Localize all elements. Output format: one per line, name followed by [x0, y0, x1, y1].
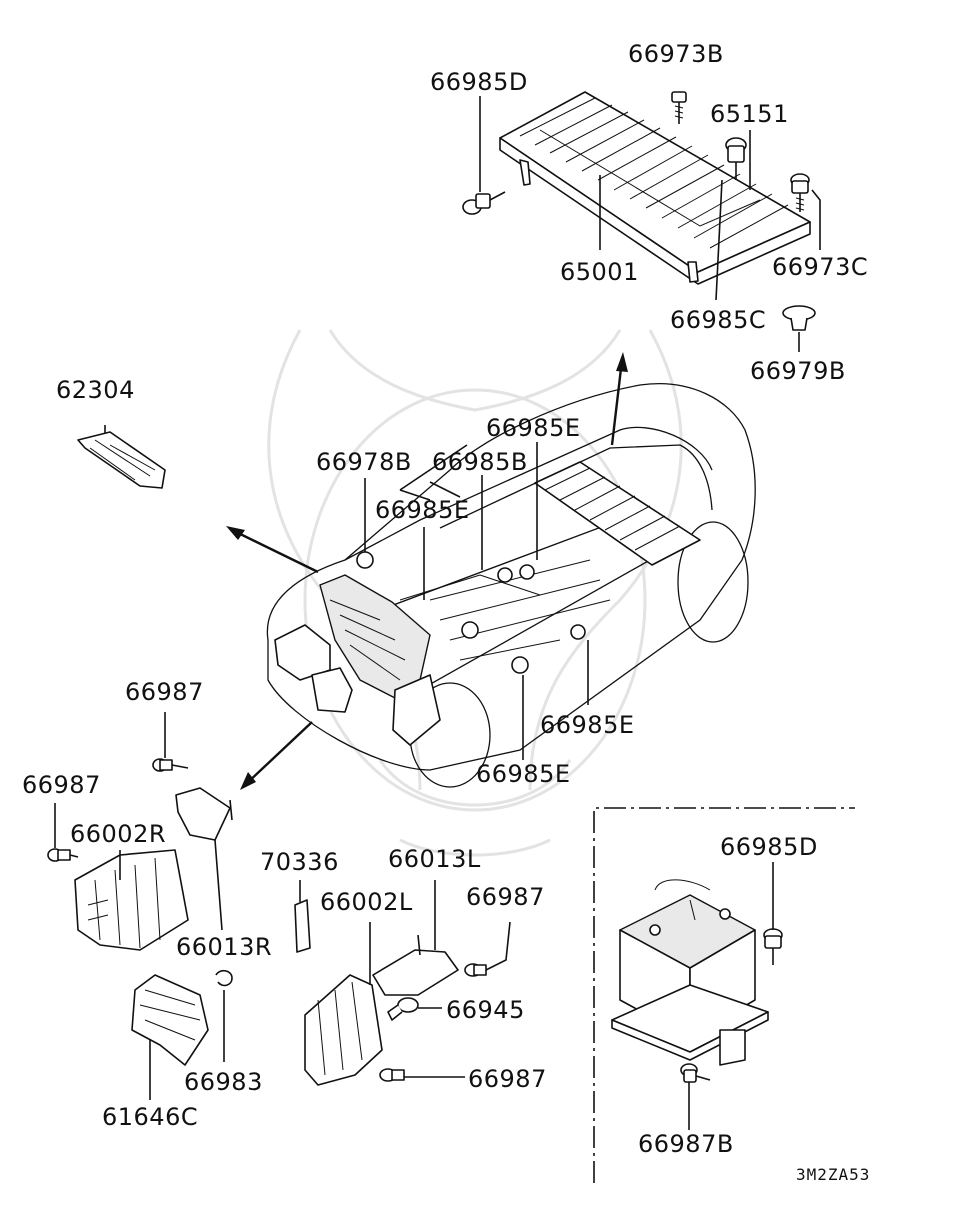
floor-tray-65001: [499, 91, 811, 285]
label-62304: 62304: [56, 376, 135, 404]
bolt-66985D-top: [462, 191, 506, 215]
battery-section: [593, 807, 855, 1183]
splash-shield-66002L: [304, 922, 383, 1086]
label-66985B: 66985B: [432, 448, 528, 476]
bolt-66985D-battery: [763, 862, 783, 965]
bolt-66987-b: [47, 803, 79, 862]
label-61646C: 61646C: [102, 1103, 198, 1131]
label-65001: 65001: [560, 258, 639, 286]
splash-shield-66002R: [74, 849, 189, 951]
label-66985E-top: 66985E: [486, 414, 581, 442]
label-66987-b: 66987: [22, 771, 101, 799]
label-66987-c: 66987: [466, 883, 545, 911]
vehicle-underbody-detail: [274, 551, 611, 746]
bolt-66987-d: [379, 1068, 465, 1082]
label-66985E-mid: 66985E: [375, 496, 470, 524]
vehicle-rear-tray: [534, 461, 701, 566]
label-66985D-battery: 66985D: [720, 833, 818, 861]
label-66945: 66945: [446, 996, 525, 1024]
clip-66983: [215, 969, 233, 1062]
heat-shield-62304: [77, 425, 166, 489]
direction-arrows: [226, 352, 628, 790]
label-66987B: 66987B: [638, 1130, 734, 1158]
bolt-66987-c: [464, 921, 511, 977]
label-66987-d: 66987: [468, 1065, 547, 1093]
bolt-66987B: [680, 1063, 711, 1130]
leaders-car: [364, 442, 589, 760]
label-66983: 66983: [184, 1068, 263, 1096]
bracket-66013R: [175, 787, 233, 931]
vehicle-body-outline: [266, 383, 756, 788]
label-66987-a: 66987: [125, 678, 204, 706]
bracket-66013L: [372, 880, 459, 996]
label-66985D-top: 66985D: [430, 68, 528, 96]
label-66978B: 66978B: [316, 448, 412, 476]
label-70336: 70336: [260, 848, 339, 876]
diagram-code: 3M2ZA53: [796, 1165, 870, 1184]
label-66973C: 66973C: [772, 253, 868, 281]
label-66985E-bottom: 66985E: [476, 760, 571, 788]
label-66985C: 66985C: [670, 306, 766, 334]
label-66002R: 66002R: [70, 820, 166, 848]
clip-66979B: [782, 305, 816, 331]
shield-61646C: [131, 974, 209, 1100]
clip-66945: [387, 997, 442, 1021]
label-66979B: 66979B: [750, 357, 846, 385]
bolt-66985C: [725, 137, 747, 180]
label-66973B: 66973B: [628, 40, 724, 68]
label-66985E-right: 66985E: [540, 711, 635, 739]
label-65151: 65151: [710, 100, 789, 128]
leaders-top: [479, 96, 821, 352]
label-66013L: 66013L: [388, 845, 481, 873]
bolt-66973C: [790, 173, 810, 212]
tag-70336: [294, 880, 311, 953]
label-66002L: 66002L: [320, 888, 413, 916]
label-66013R: 66013R: [176, 933, 272, 961]
bolt-66973B: [671, 91, 687, 124]
bolt-66987-a: [152, 712, 189, 772]
